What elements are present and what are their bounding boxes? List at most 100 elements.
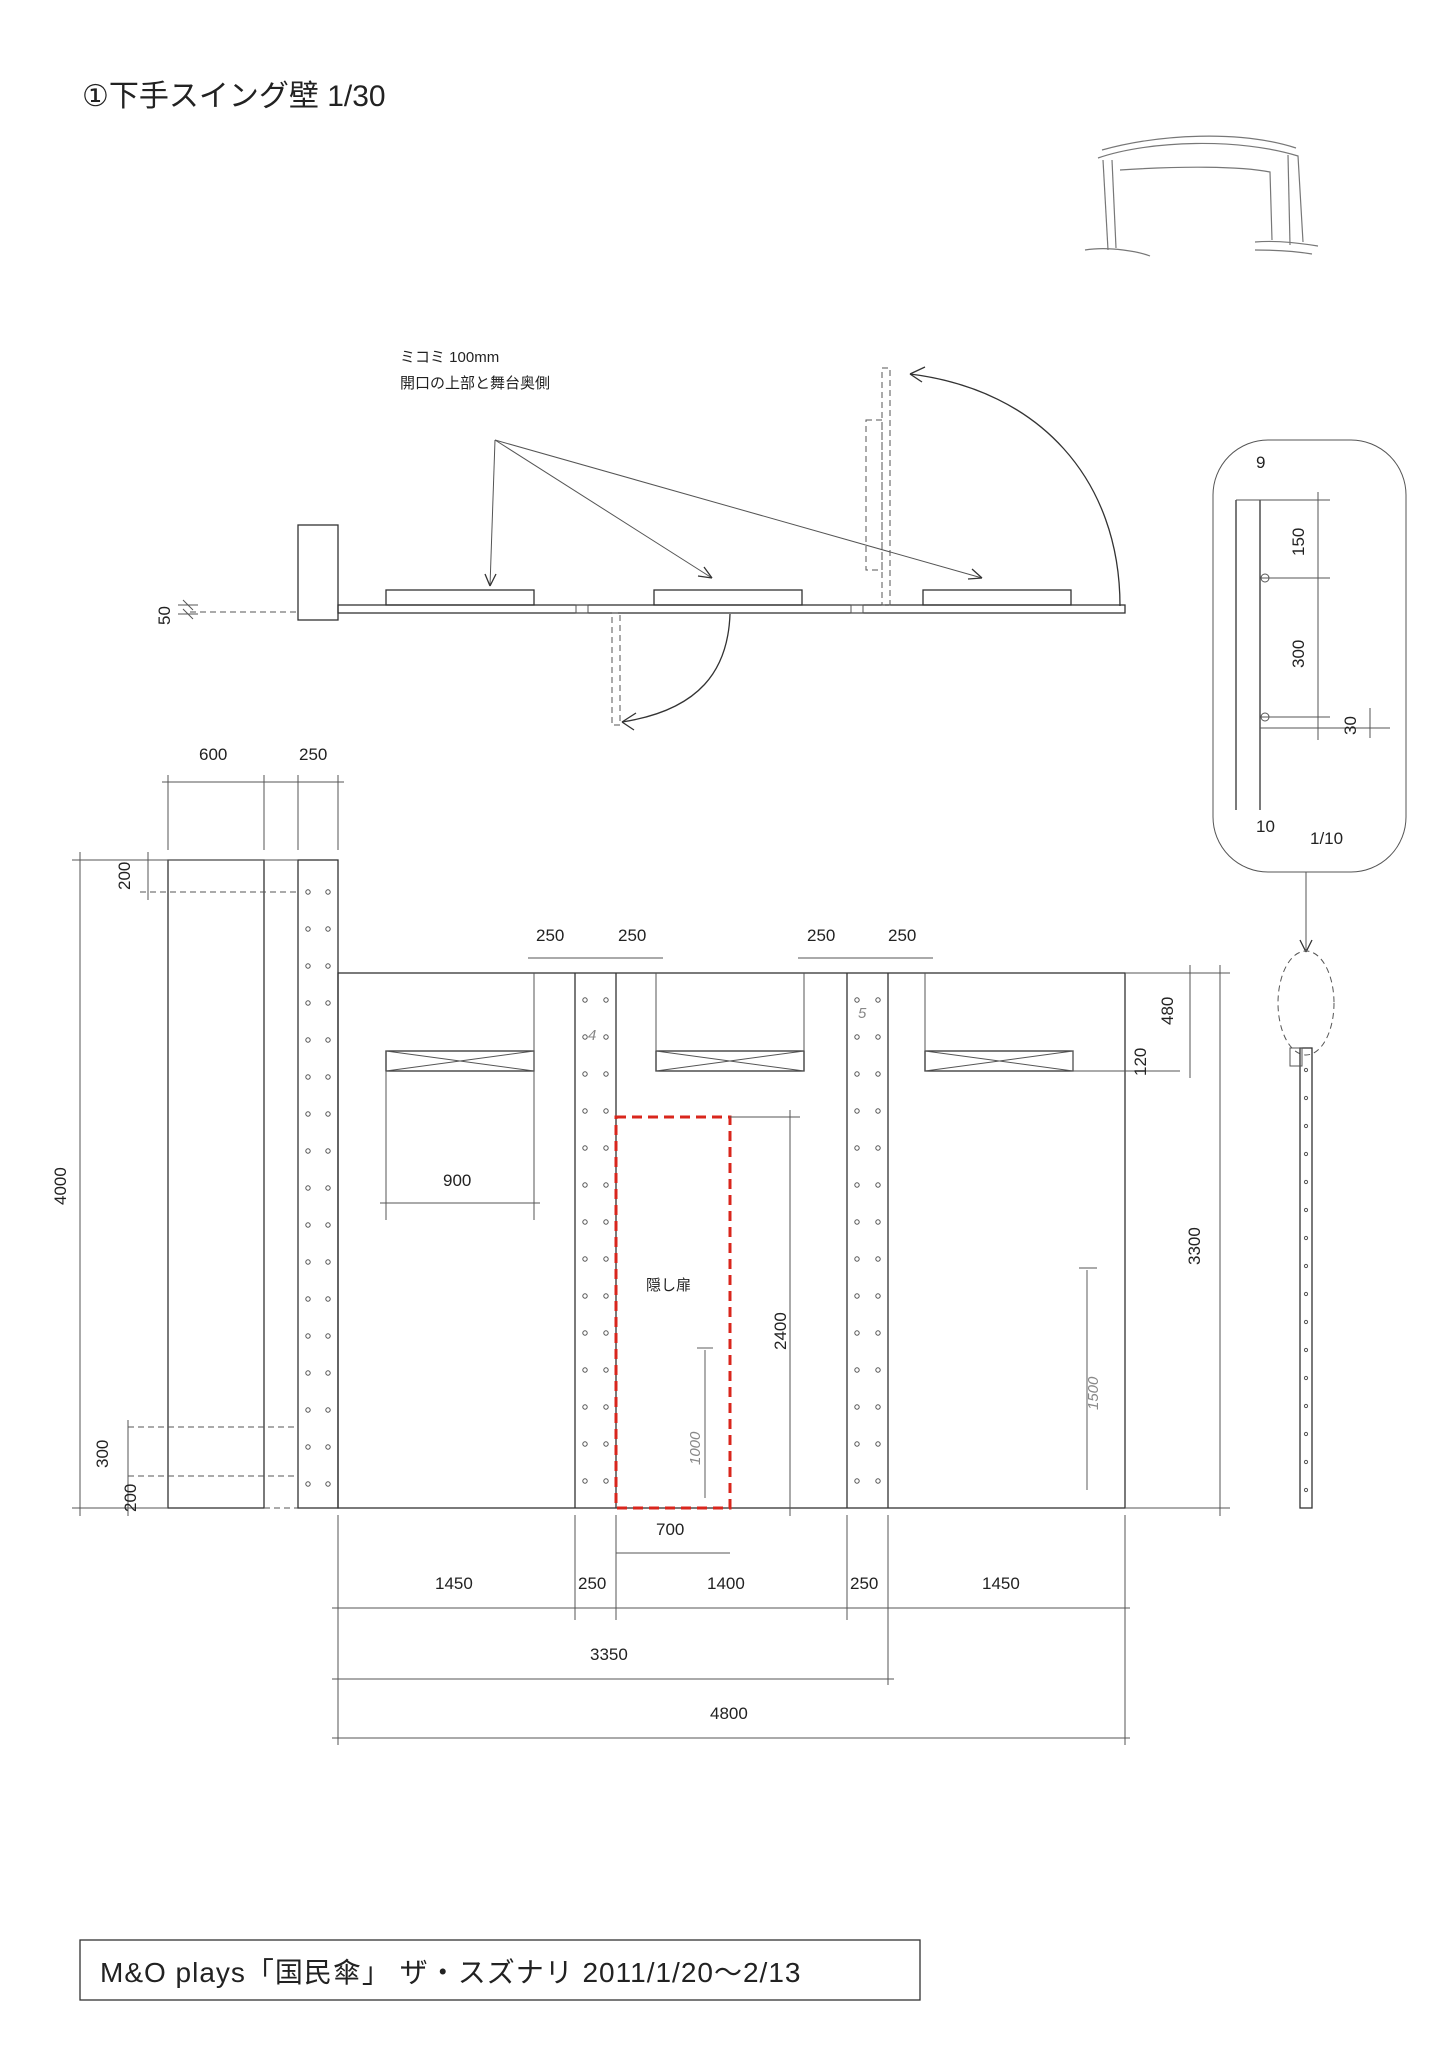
bolt-hole [325, 1370, 331, 1376]
detail-scale: 1/10 [1310, 829, 1343, 848]
bolt-hole [603, 1256, 609, 1262]
dim-span-4800: 4800 [710, 1704, 748, 1723]
footer-box [79, 1939, 921, 2001]
bolt-hole [325, 1407, 331, 1413]
dim-seg-pillar2: 250 [850, 1574, 878, 1593]
bolt-hole [325, 1111, 331, 1117]
detail-callout: 9 150 300 30 10 1/10 [1212, 439, 1407, 953]
bolt-hole [875, 1256, 881, 1262]
dim-bottom-200: 200 [121, 1484, 140, 1512]
bolt-hole [854, 1108, 860, 1114]
dim-pillar-a2: 250 [618, 926, 646, 945]
dim-top-offset: 200 [115, 862, 134, 890]
bolt-hole [603, 1293, 609, 1299]
dim-header-480: 480 [1158, 997, 1177, 1025]
right-side-holes [1303, 1067, 1309, 1493]
bolt-hole [325, 1148, 331, 1154]
bolt-hole [603, 1145, 609, 1151]
dim-plan-thickness: 50 [155, 606, 174, 625]
bolt-hole [854, 1478, 860, 1484]
bolt-hole [305, 1444, 311, 1450]
bolt-hole [854, 1071, 860, 1077]
bolt-hole [305, 1037, 311, 1043]
hidden-door-outline [614, 1115, 732, 1510]
dim-side-width: 600 [199, 745, 227, 764]
handwritten-mark-b: 5 [858, 1005, 867, 1022]
bolt-hole [325, 1481, 331, 1487]
bolt-hole [305, 1259, 311, 1265]
bolt-hole [854, 1404, 860, 1410]
dim-window-width: 900 [443, 1171, 471, 1190]
bolt-hole [305, 926, 311, 932]
detail-dim-300: 300 [1289, 640, 1308, 668]
bolt-hole [305, 1148, 311, 1154]
note-mikomi: ミコミ 100mm [400, 349, 499, 366]
dim-door-height: 2400 [771, 1312, 790, 1350]
bolt-hole [582, 1367, 588, 1373]
bolt-hole [325, 963, 331, 969]
bolt-hole [582, 1478, 588, 1484]
bolt-hole [1303, 1123, 1309, 1129]
hidden-door-label: 隠し扉 [646, 1277, 691, 1294]
bolt-hole [305, 889, 311, 895]
dim-wall-height: 3300 [1185, 1227, 1204, 1265]
bolt-hole [305, 1407, 311, 1413]
bolt-hole [1303, 1179, 1309, 1185]
dim-seg-left: 1450 [435, 1574, 473, 1593]
dim-lintel-120: 120 [1131, 1048, 1150, 1076]
bolt-hole [325, 1037, 331, 1043]
bolt-hole [875, 1478, 881, 1484]
bottom-dimensions: 700 1450 250 1400 250 1450 3350 4800 [332, 1515, 1130, 1745]
bolt-hole [603, 1478, 609, 1484]
bolt-hole [325, 1259, 331, 1265]
bolt-hole [582, 1145, 588, 1151]
bolt-hole [1303, 1151, 1309, 1157]
bolt-hole [325, 926, 331, 932]
bolt-hole [1303, 1487, 1309, 1493]
bolt-hole [582, 1219, 588, 1225]
bolt-hole [875, 1441, 881, 1447]
bolt-hole [854, 1145, 860, 1151]
bolt-hole [603, 1330, 609, 1336]
bolt-hole [1303, 1291, 1309, 1297]
bolt-hole [603, 1441, 609, 1447]
bolt-hole [603, 1219, 609, 1225]
lintel-boxes [385, 1050, 1074, 1072]
bolt-hole [305, 1074, 311, 1080]
bolt-hole [603, 1071, 609, 1077]
detail-dim-150: 150 [1289, 528, 1308, 556]
bolt-hole [875, 1330, 881, 1336]
dim-seg-pillar1: 250 [578, 1574, 606, 1593]
bolt-hole [1303, 1095, 1309, 1101]
bolt-hole [325, 1333, 331, 1339]
side-view: 600 250 4000 200 300 200 [51, 745, 344, 1516]
front-elevation: 900 250 250 250 250 隠し扉 2400 480 120 330… [337, 926, 1230, 1516]
bolt-hole [582, 1256, 588, 1262]
bolt-hole [325, 1000, 331, 1006]
bolt-hole [854, 1256, 860, 1262]
bolt-hole [325, 1444, 331, 1450]
handwritten-1000: 1000 [687, 1431, 704, 1465]
bolt-hole [854, 1330, 860, 1336]
bolt-hole [854, 1182, 860, 1188]
dim-door-width: 700 [656, 1520, 684, 1539]
bolt-hole [1303, 1207, 1309, 1213]
dim-pillar-b1: 250 [807, 926, 835, 945]
drawing-title: ①下手スイング壁 1/30 [82, 80, 386, 113]
bolt-hole [305, 1000, 311, 1006]
plan-view: 50 ミコミ 100mm 開口の上部と舞台奥側 [155, 349, 1126, 731]
bolt-hole [325, 889, 331, 895]
bolt-hole [875, 997, 881, 1003]
bolt-hole [582, 1293, 588, 1299]
bolt-hole [582, 1182, 588, 1188]
bolt-hole [603, 997, 609, 1003]
dim-seg-right: 1450 [982, 1574, 1020, 1593]
bolt-hole [305, 1296, 311, 1302]
bolt-hole [603, 1034, 609, 1040]
bolt-hole [325, 1074, 331, 1080]
bolt-hole [875, 1071, 881, 1077]
bolt-hole [875, 1293, 881, 1299]
bolt-hole [854, 1293, 860, 1299]
bolt-hole [854, 1441, 860, 1447]
